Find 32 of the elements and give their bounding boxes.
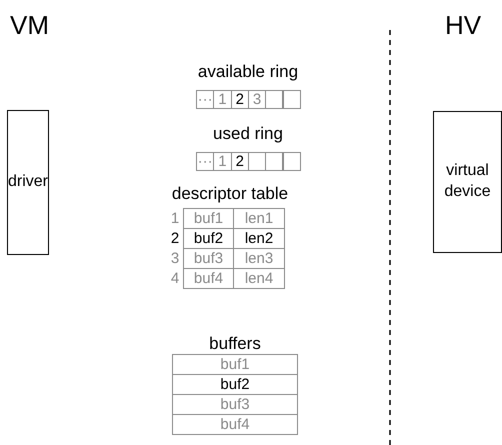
ring-slot: 2 (230, 152, 249, 171)
ring-slot: 1 (213, 90, 232, 109)
row-number: 4 (168, 268, 182, 289)
row-number: 1 (168, 208, 182, 229)
table-heading: descriptor table (170, 184, 290, 204)
empty-slot (282, 90, 301, 109)
ring-slot: ··· (196, 90, 214, 109)
table-cell: buf4 (172, 414, 298, 435)
table-heading: available ring (196, 62, 300, 82)
empty-slot (265, 90, 284, 109)
ring-slot: 3 (248, 90, 266, 109)
table-heading: buffers (208, 334, 262, 354)
table-cell: buf4 (183, 268, 234, 289)
component-box: driver (7, 110, 49, 255)
table-heading: used ring (212, 124, 284, 144)
table-cell: buf1 (183, 208, 234, 229)
table-cell: len4 (233, 268, 285, 289)
component-box: virtual device (433, 111, 502, 253)
ring-slot: 2 (230, 90, 249, 109)
ring-slot: 1 (213, 152, 232, 171)
empty-slot (248, 152, 266, 171)
table-cell: buf1 (172, 354, 298, 375)
table-cell: len1 (233, 208, 285, 229)
row-number: 2 (168, 228, 182, 249)
row-number: 3 (168, 248, 182, 269)
table-cell: buf3 (172, 394, 298, 415)
ring-slot: ··· (196, 152, 214, 171)
column-heading: VM (10, 10, 49, 41)
empty-slot (265, 152, 284, 171)
empty-slot (282, 152, 301, 171)
column-heading: HV (445, 10, 482, 41)
table-cell: buf2 (172, 374, 298, 395)
